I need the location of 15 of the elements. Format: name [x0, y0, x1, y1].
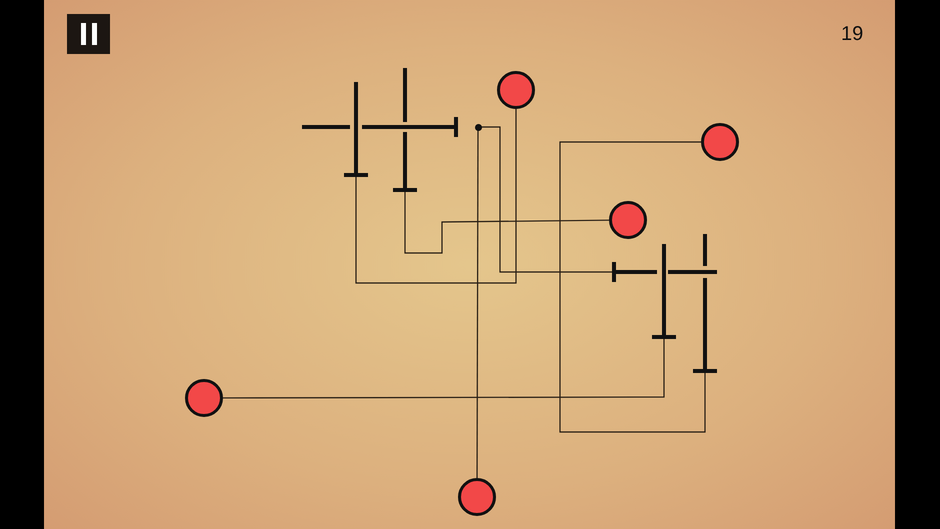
wire: [355, 109, 517, 284]
crossbar: [362, 117, 458, 137]
wire: [559, 141, 706, 433]
crossbar: [668, 270, 717, 274]
level-number: 19: [841, 23, 864, 46]
sliding-bar: [344, 82, 368, 177]
sliding-bar: [393, 68, 417, 192]
crossbar: [302, 125, 350, 129]
crossbar: [612, 262, 657, 282]
wire: [404, 192, 609, 254]
sliding-bar: [652, 244, 676, 339]
wire: [482, 126, 612, 273]
sliding-bar: [693, 234, 717, 373]
wire: [476, 130, 479, 478]
wire: [223, 339, 665, 399]
